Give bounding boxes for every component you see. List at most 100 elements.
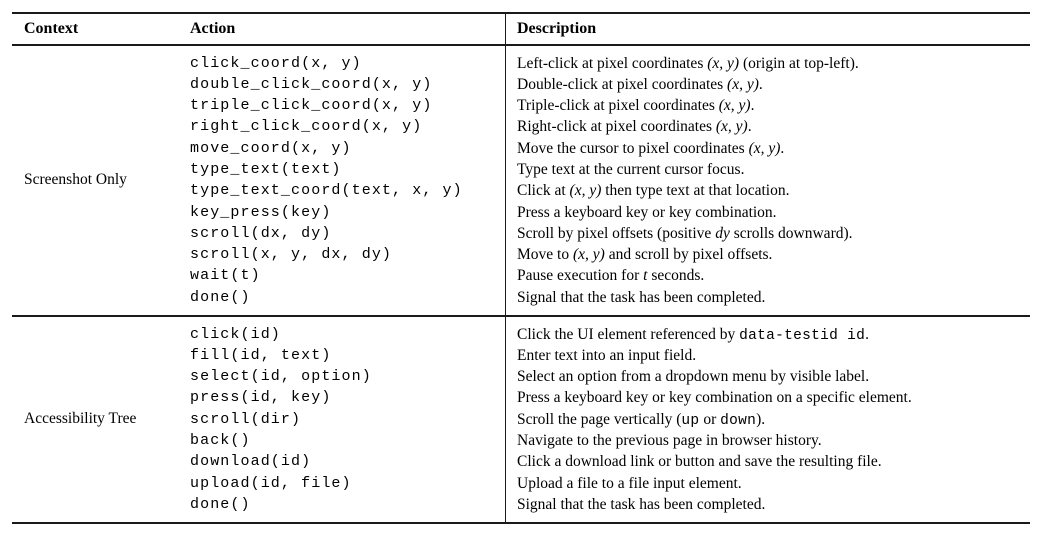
- inline-code-text: data-testid id: [739, 327, 866, 344]
- action-description: Upload a file to a file input element.: [517, 473, 1030, 494]
- plain-text: ).: [756, 410, 766, 428]
- plain-text: .: [780, 139, 785, 157]
- action-description: Move the cursor to pixel coordinates (x,…: [517, 138, 1030, 159]
- action-code: click(id): [190, 325, 281, 343]
- math-text: (x, y): [748, 139, 781, 157]
- plain-text: Click a download link or button and save…: [517, 453, 882, 471]
- inline-code-text: down: [720, 412, 757, 429]
- plain-text: Upload a file to a file input element.: [517, 474, 742, 492]
- action-description: Move to (x, y) and scroll by pixel offse…: [517, 244, 1030, 265]
- plain-text: and scroll by pixel offsets.: [604, 246, 773, 264]
- math-text: (x, y): [727, 75, 759, 93]
- action-description: Double-click at pixel coordinates (x, y)…: [517, 74, 1030, 95]
- action-description: Signal that the task has been completed.: [517, 494, 1030, 515]
- plain-text: Scroll the page vertically (: [517, 410, 682, 428]
- context-label-text: Accessibility Tree: [24, 410, 137, 428]
- action-column: click(id) fill(id, text) select(id, option…: [190, 317, 505, 523]
- row-group-label: Screenshot Only: [12, 46, 190, 316]
- action-code: scroll(x, y, dx, dy): [190, 246, 393, 264]
- plain-text: then type text at that location.: [601, 182, 790, 200]
- action-description: Click at (x, y) then type text at that l…: [517, 180, 1030, 201]
- action-description: Scroll by pixel offsets (positive dy scr…: [517, 223, 1030, 244]
- action-description: Click a download link or button and save…: [517, 451, 1030, 472]
- action-description: Enter text into an input field.: [517, 345, 1030, 366]
- row-group-accessibility-tree: Accessibility Tree click(id) fill(id, text…: [12, 316, 1030, 523]
- plain-text: Move to: [517, 246, 573, 264]
- plain-text: Type text at the current cursor focus.: [517, 160, 745, 178]
- action-code: back(): [190, 432, 251, 450]
- math-text: (x, y): [569, 182, 602, 200]
- section-divider: [12, 315, 1030, 317]
- plain-text: or: [699, 410, 721, 428]
- action-description: Select an option from a dropdown menu by…: [517, 366, 1030, 387]
- row-group-screenshot-only: Screenshot Only click_coord(x, y) double_c…: [12, 45, 1030, 316]
- plain-text: Click at: [517, 182, 570, 200]
- plain-text: Move the cursor to pixel coordinates: [517, 139, 749, 157]
- plain-text: .: [747, 118, 752, 136]
- plain-text: .: [865, 325, 869, 343]
- math-text: (x, y): [572, 246, 605, 264]
- action-description: Pause execution for t seconds.: [517, 265, 1030, 286]
- action-code: done(): [190, 288, 251, 306]
- action-code: press(id, key): [190, 389, 332, 407]
- inline-code-text: up: [681, 412, 700, 429]
- plain-text: .: [758, 75, 763, 93]
- column-header-context: Context: [24, 20, 79, 37]
- action-description: Click the UI element referenced by data-…: [517, 324, 1030, 345]
- plain-text: Enter text into an input field.: [517, 346, 697, 364]
- action-code: scroll(dir): [190, 410, 302, 428]
- action-code: double_click_coord(x, y): [190, 75, 433, 93]
- plain-text: Triple-click at pixel coordinates: [517, 97, 719, 115]
- action-description: Press a keyboard key or key combination.: [517, 202, 1030, 223]
- action-code: fill(id, text): [190, 346, 332, 364]
- math-text: dy: [715, 224, 730, 242]
- header-rule: [12, 44, 1030, 46]
- math-text: t: [643, 267, 648, 285]
- plain-text: Left-click at pixel coordinates: [517, 54, 708, 72]
- action-code: right_click_coord(x, y): [190, 118, 423, 136]
- plain-text: seconds.: [647, 267, 705, 285]
- action-code: upload(id, file): [190, 474, 352, 492]
- math-text: (x, y): [707, 54, 740, 72]
- action-code: done(): [190, 495, 251, 513]
- math-text: (x, y): [715, 118, 748, 136]
- bottom-rule: [12, 522, 1030, 525]
- plain-text: Signal that the task has been completed.: [517, 288, 766, 306]
- plain-text: Double-click at pixel coordinates: [517, 75, 728, 93]
- action-code: download(id): [190, 453, 312, 471]
- action-description: Signal that the task has been completed.: [517, 287, 1030, 308]
- column-header-action: Action: [190, 20, 236, 37]
- action-column: click_coord(x, y) double_click_coord(x, y…: [190, 46, 505, 316]
- row-group-label: Accessibility Tree: [12, 317, 190, 523]
- table-header-row: Context Action Description: [12, 14, 1030, 44]
- plain-text: (origin at top-left).: [739, 54, 859, 72]
- action-description: Press a keyboard key or key combination …: [517, 387, 1030, 408]
- action-code: click_coord(x, y): [190, 54, 362, 72]
- column-header-description: Description: [505, 14, 1030, 44]
- action-description: Right-click at pixel coordinates (x, y).: [517, 116, 1030, 137]
- plain-text: Scroll by pixel offsets (positive: [517, 224, 716, 242]
- plain-text: Select an option from a dropdown menu by…: [517, 368, 870, 386]
- plain-text: Navigate to the previous page in browser…: [517, 432, 822, 450]
- plain-text: scrolls downward).: [729, 224, 853, 242]
- plain-text: Press a keyboard key or key combination …: [517, 389, 912, 407]
- plain-text: Click the UI element referenced by: [517, 325, 740, 343]
- top-rule: [12, 12, 1030, 14]
- plain-text: Signal that the task has been completed.: [517, 495, 766, 513]
- action-code: key_press(key): [190, 203, 332, 221]
- description-column: Left-click at pixel coordinates (x, y) (…: [505, 45, 1030, 316]
- action-code: select(id, option): [190, 368, 372, 386]
- action-description: Type text at the current cursor focus.: [517, 159, 1030, 180]
- action-code: triple_click_coord(x, y): [190, 97, 433, 115]
- plain-text: .: [750, 97, 755, 115]
- action-description: Scroll the page vertically (up or down).: [517, 409, 1030, 430]
- action-description: Left-click at pixel coordinates (x, y) (…: [517, 53, 1030, 74]
- context-label-text: Screenshot Only: [24, 171, 127, 189]
- action-description: Navigate to the previous page in browser…: [517, 430, 1030, 451]
- plain-text: Right-click at pixel coordinates: [517, 118, 716, 136]
- action-code: type_text(text): [190, 160, 342, 178]
- action-code: move_coord(x, y): [190, 139, 352, 157]
- description-column: Click the UI element referenced by data-…: [505, 316, 1030, 523]
- action-space-table: Context Action Description Screenshot On…: [12, 12, 1030, 525]
